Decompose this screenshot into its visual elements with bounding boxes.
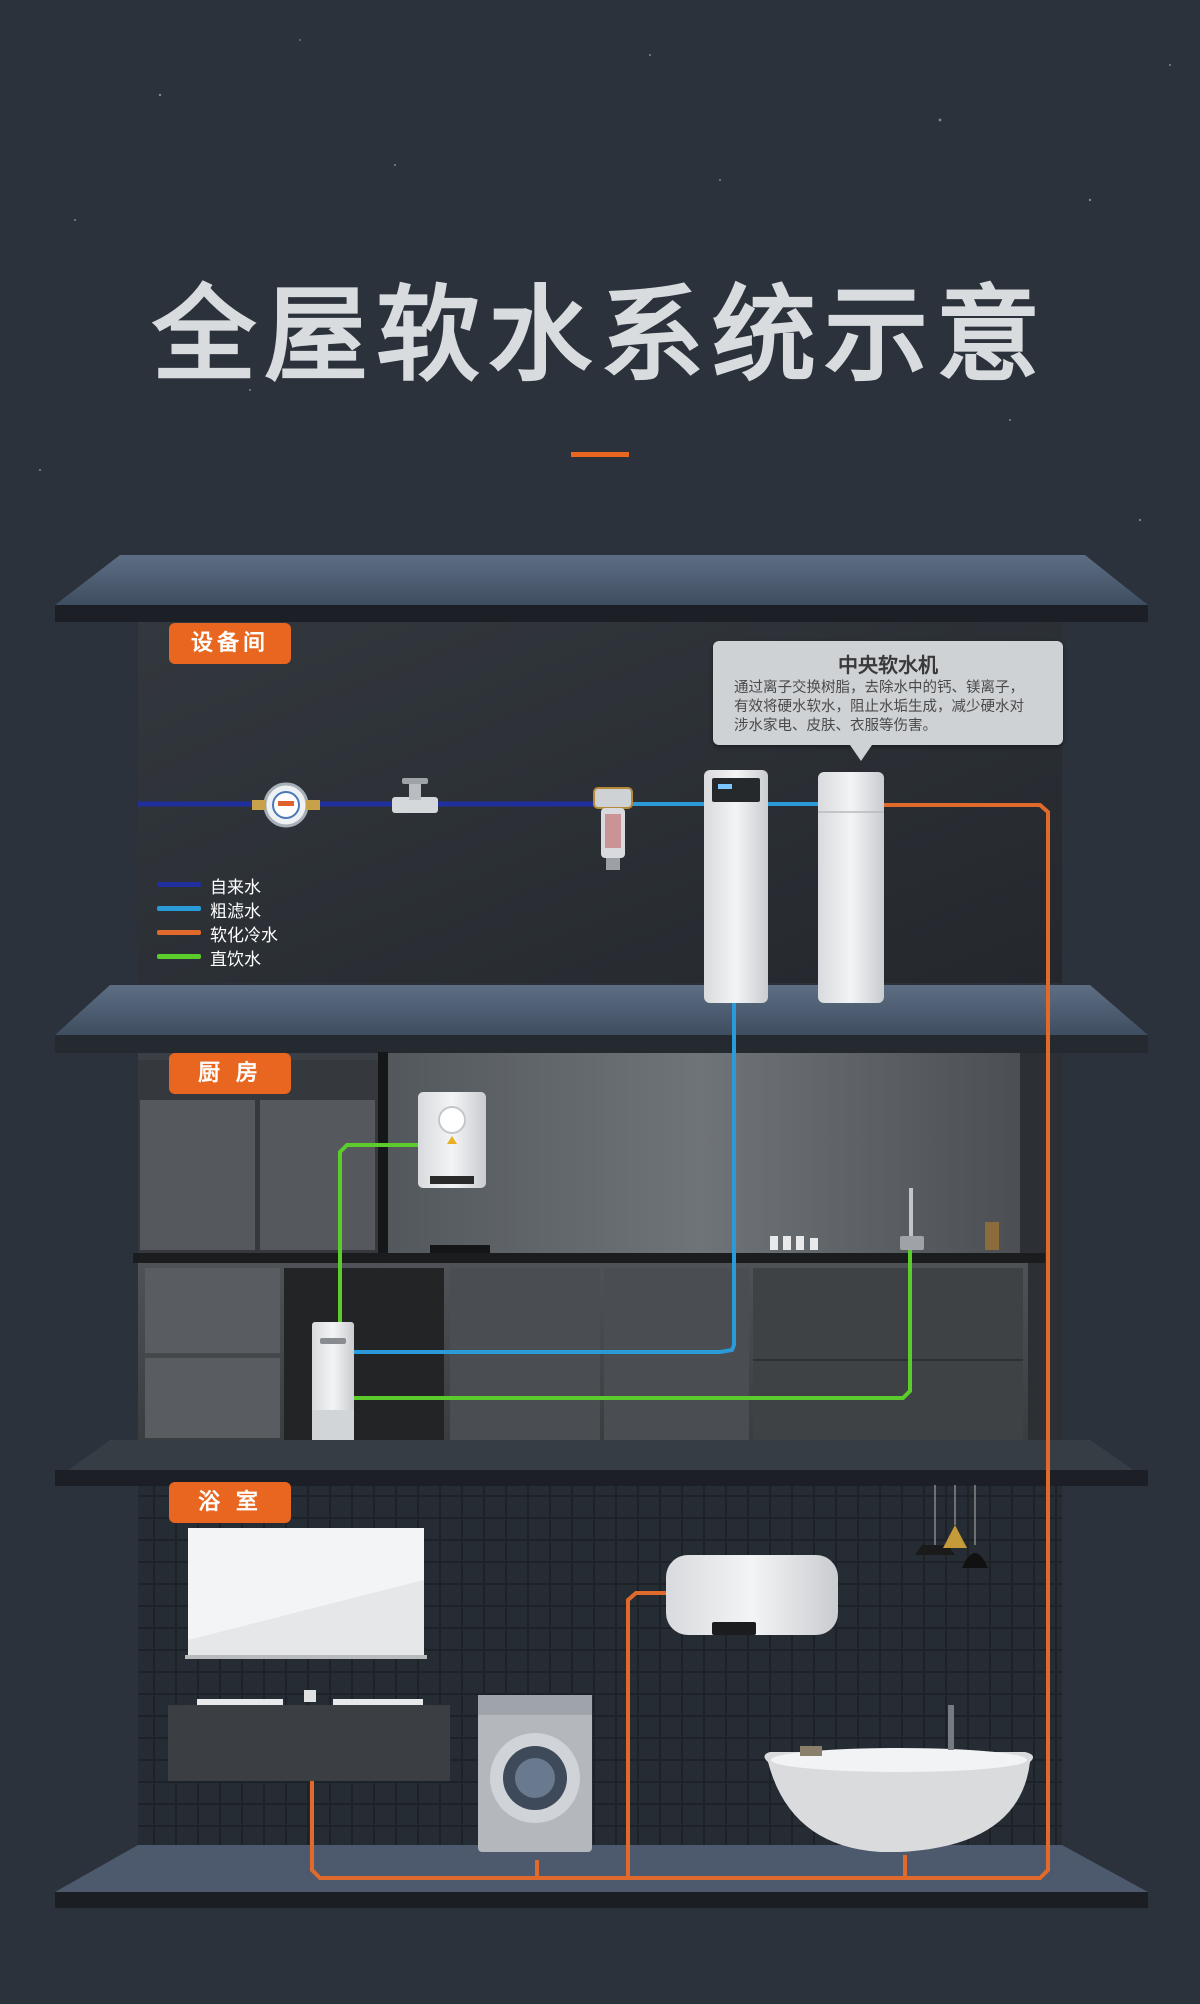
floor-slab-1	[55, 985, 1148, 1035]
pipe-drinking-water	[338, 1143, 418, 1330]
softener-icon	[704, 770, 768, 1003]
legend-swatch	[157, 954, 201, 959]
washing-machine-icon	[478, 1695, 592, 1852]
legend-label: 自来水	[210, 878, 261, 898]
prefilter-icon	[593, 787, 633, 870]
callout-bubble: 中央软水机 通过离子交换树脂，去除水中的钙、镁离子， 有效将硬水软水，阻止水垢生…	[713, 641, 1063, 761]
water-meter-icon	[252, 782, 320, 828]
legend-label: 软化冷水	[210, 926, 278, 946]
page-title: 全屋软水系统示意	[151, 274, 1048, 396]
pendant-lamp-icon	[915, 1485, 988, 1568]
legend-swatch	[157, 882, 201, 887]
bathroom-floor	[55, 1845, 1148, 1892]
central-softener-icon	[818, 772, 884, 1003]
roof-slab	[55, 555, 1148, 605]
legend-item-drinking: 直饮水	[157, 945, 297, 970]
legend-swatch	[157, 906, 201, 911]
legend-item-tap-water: 自来水	[157, 873, 297, 898]
title-underline	[571, 452, 629, 457]
valve-icon	[392, 778, 438, 813]
callout-line: 有效将硬水软水，阻止水垢生成，减少硬水对	[734, 699, 1024, 715]
callout-title: 中央软水机	[838, 653, 938, 677]
legend-item-softened-cold: 软化冷水	[157, 921, 297, 946]
faucet-icon	[900, 1188, 924, 1250]
pipe-softened-cold	[310, 803, 1050, 1880]
bathtub-icon	[764, 1705, 1034, 1852]
callout-line: 通过离子交换树脂，去除水中的钙、镁离子，	[734, 680, 1024, 696]
legend-label: 直饮水	[210, 950, 261, 970]
callout-line: 涉水家电、皮肤、衣服等伤害。	[734, 718, 937, 734]
callout-description: 通过离子交换树脂，去除水中的钙、镁离子， 有效将硬水软水，阻止水垢生成，减少硬水…	[734, 679, 1049, 736]
purifier-icon	[312, 1322, 354, 1440]
room-tag-kitchen: 厨 房	[169, 1053, 291, 1094]
legend-item-coarse-filtered: 粗滤水	[157, 897, 297, 922]
mirror-icon	[185, 1528, 427, 1659]
water-heater-icon	[666, 1555, 838, 1635]
room-tag-equipment-room: 设备间	[169, 623, 291, 664]
drinking-dispenser-icon	[418, 1092, 486, 1188]
room-tag-bathroom: 浴 室	[169, 1482, 291, 1523]
legend-label: 粗滤水	[210, 902, 261, 922]
legend-swatch	[157, 930, 201, 935]
